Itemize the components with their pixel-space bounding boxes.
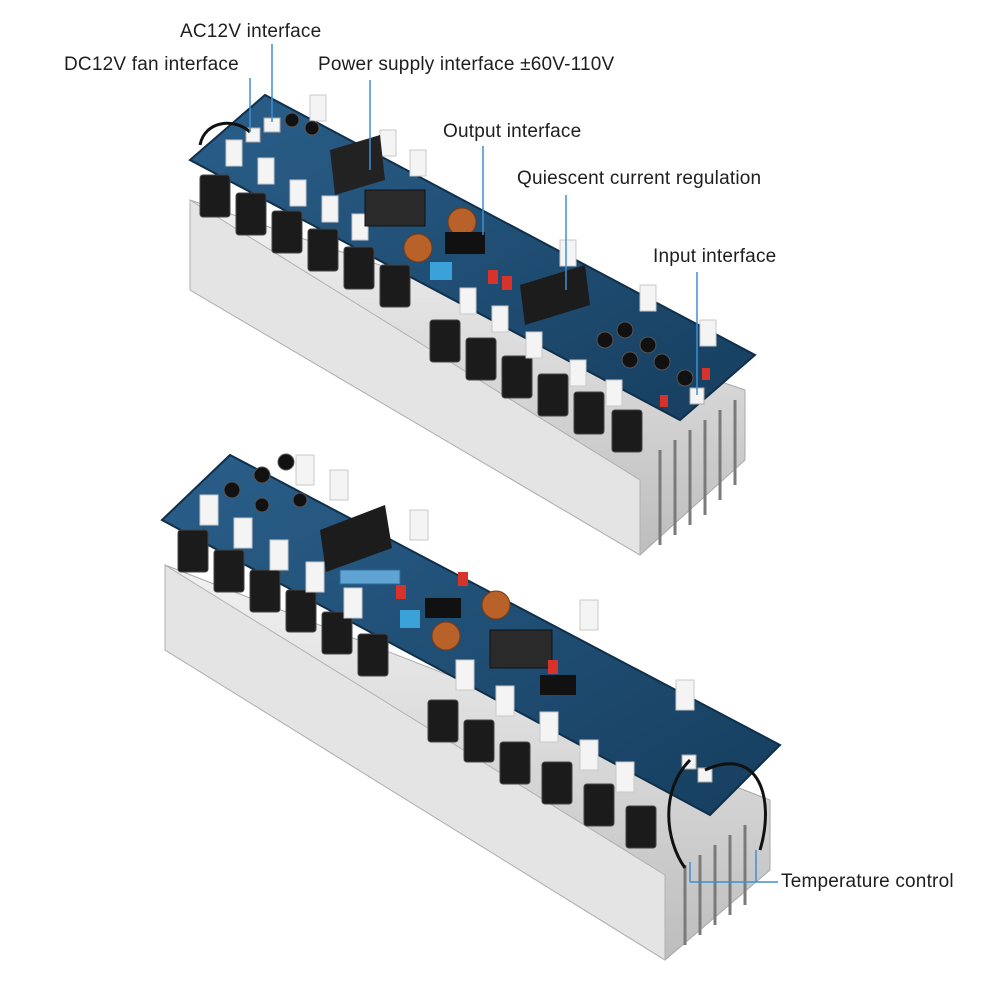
top-red-trimmers (488, 270, 710, 407)
top-output-coil-1 (403, 233, 433, 263)
top-capacitor-blue (430, 262, 452, 280)
top-power-transistors (199, 174, 643, 453)
bottom-terminal-2 (540, 675, 576, 695)
top-pcb (188, 93, 757, 422)
bottom-small-heatsink (320, 505, 392, 572)
top-fan-wire (198, 121, 252, 146)
bottom-output-coil-2 (431, 621, 461, 651)
bottom-terminal-1 (425, 598, 461, 618)
top-heatsink-fins (658, 400, 737, 545)
bottom-amplifier-board (160, 453, 782, 961)
callout-pointers (249, 44, 778, 883)
top-relay (364, 189, 426, 227)
dc12v-fan-interface-label: DC12V fan interface (64, 54, 239, 75)
top-output-coil-2 (447, 207, 477, 237)
top-ceramic-resistors (225, 94, 717, 407)
top-quiescent-heatsink (520, 265, 590, 325)
bottom-heatsink-fins (683, 825, 747, 945)
bottom-ceramic-resistors (199, 454, 695, 793)
bottom-relay (489, 629, 553, 669)
bottom-sensor-wire-2 (704, 762, 767, 851)
top-output-terminal (445, 232, 485, 254)
bottom-pcb (160, 453, 782, 817)
temperature-control-label: Temperature control (781, 871, 954, 892)
bottom-power-transistors (177, 529, 657, 849)
bottom-red-trimmers (396, 572, 558, 674)
bottom-sensor-wire-1 (667, 758, 692, 869)
bottom-heatsink-side (164, 564, 666, 961)
top-electrolytic-capacitors (284, 112, 694, 387)
quiescent-current-regulation-label: Quiescent current regulation (517, 168, 762, 189)
top-amplifier-board (188, 93, 757, 556)
bottom-output-coil-1 (481, 590, 511, 620)
bottom-capacitor-blue (400, 610, 420, 628)
power-supply-interface-label: Power supply interface ±60V-110V (318, 54, 615, 75)
ac12v-interface-label: AC12V interface (180, 21, 322, 42)
bottom-resistor-bank (339, 569, 401, 585)
input-interface-label: Input interface (653, 246, 777, 267)
output-interface-label: Output interface (443, 121, 582, 142)
top-small-heatsink (330, 135, 385, 195)
top-heatsink-side (189, 199, 641, 556)
bottom-electrolytic-capacitors (223, 453, 308, 513)
